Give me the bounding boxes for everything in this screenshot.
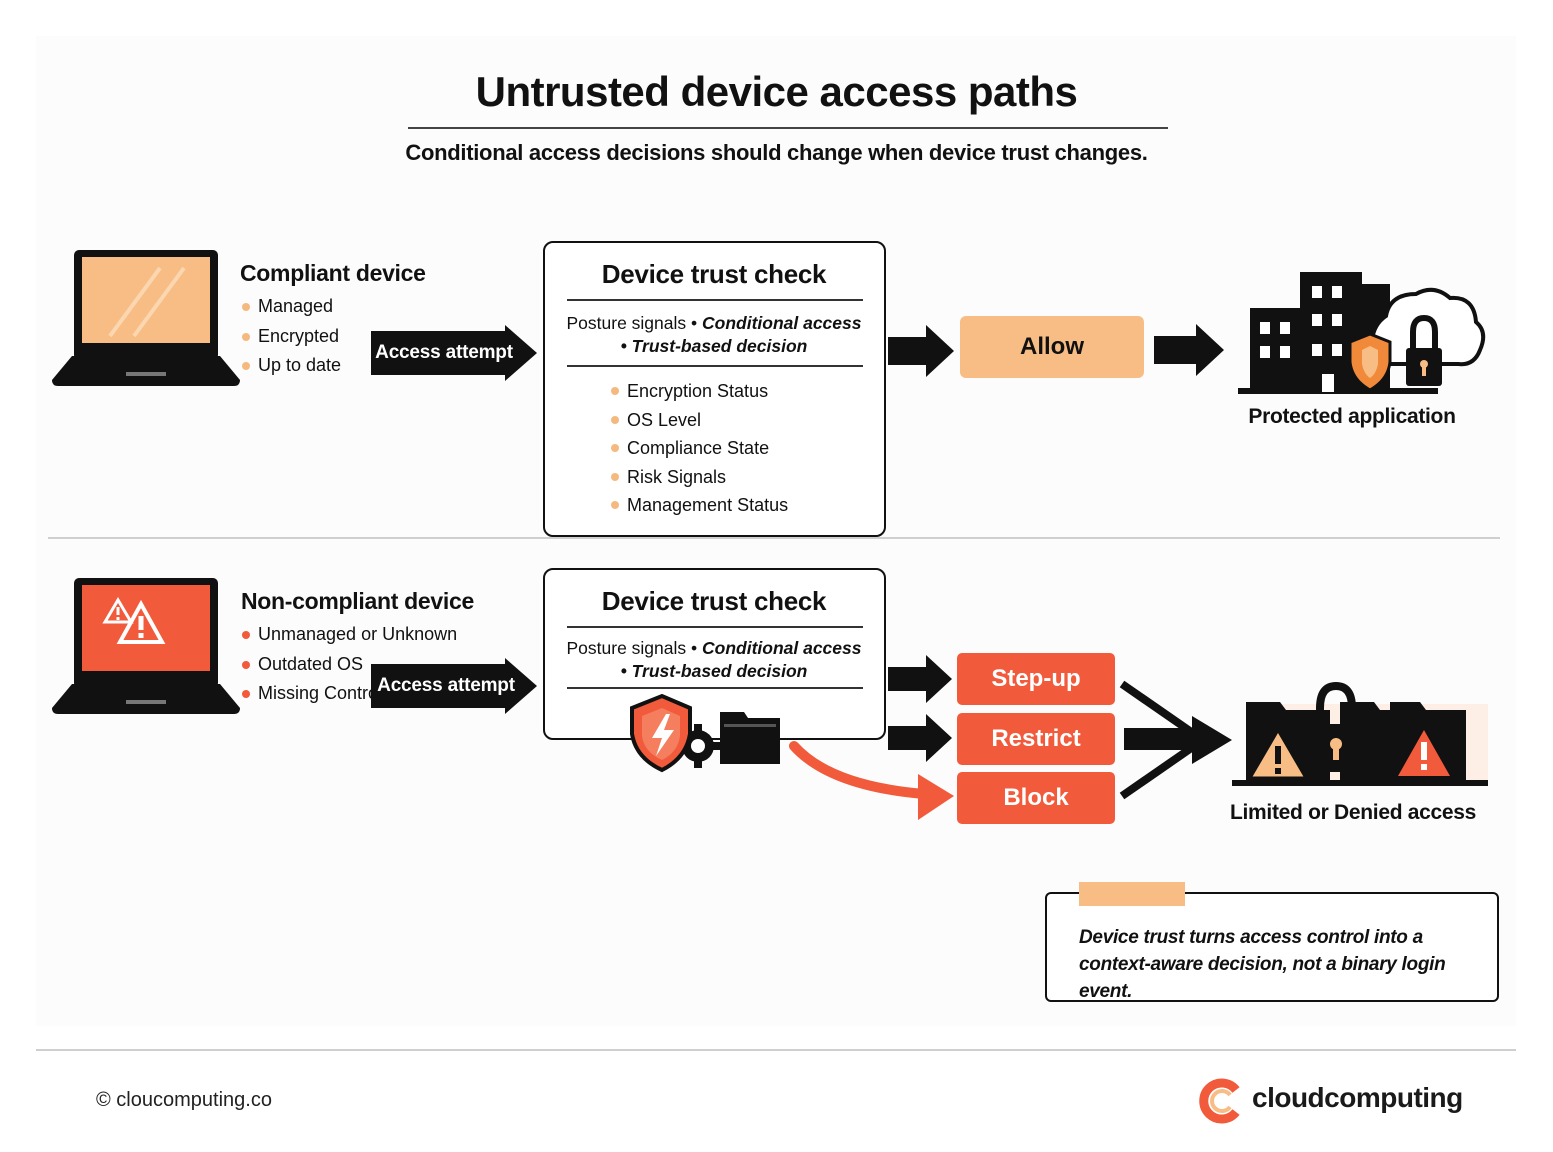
compliant-bullets: Managed Encrypted Up to date [240,292,341,381]
list-item: Risk Signals [609,463,788,492]
device-trust-check-box: Device trust check Posture signals • Con… [543,568,886,740]
converging-arrows-icon [1118,676,1238,811]
restrict-decision: Restrict [957,713,1115,765]
divider [567,299,863,301]
list-item: Managed [240,292,341,322]
brand-wordmark: cloudcomputing [1252,1082,1463,1113]
divider [567,687,863,689]
device-trust-check-box: Device trust check Posture signals • Con… [543,241,886,537]
access-attempt-arrow: Access attempt [371,658,539,719]
page-title: Untrusted device access paths [475,68,1078,115]
note-line-1: Device trust turns access control into a [1079,927,1423,948]
note-line-2: context-aware decision, not a binary log… [1079,954,1446,1002]
note-tab [1079,882,1185,906]
list-item: Management Status [609,491,788,520]
block-decision: Block [957,772,1115,824]
list-item: Encrypted [240,322,341,352]
list-item: Outdated OS [240,650,457,680]
posture-signals: Posture signals • Conditional access • T… [566,313,862,356]
access-attempt-label: Access attempt [375,342,513,363]
access-attempt-arrow: Access attempt [371,325,539,386]
copyright-text: © cloucomputing.co [96,1089,272,1111]
allow-outcome: Allow [960,316,1144,378]
c-logo-icon [1199,1078,1242,1127]
compliant-laptop-icon [50,248,242,395]
divider [567,626,863,628]
noncompliant-bullets: Unmanaged or Unknown Outdated OS Missing… [240,620,457,709]
lock-folders-warning-icon [1232,680,1488,795]
arrow-right-icon [888,655,956,708]
check-title: Device trust check [601,259,827,289]
list-item: Up to date [240,351,341,381]
footer-divider [36,1049,1516,1051]
posture-signals: Posture signals • Conditional access • T… [566,638,862,681]
list-item: Unmanaged or Unknown [240,620,457,650]
signal-list: Encryption Status OS Level Compliance St… [609,377,788,520]
list-item: Encryption Status [609,377,788,406]
divider [567,365,863,367]
step-up-decision: Step-up [957,653,1115,705]
access-attempt-label: Access attempt [377,675,515,696]
noncompliant-device-title: Non-compliant device [241,588,474,614]
title-underline [408,127,1168,129]
arrow-right-icon [888,325,956,382]
list-item: OS Level [609,406,788,435]
shield-gear-folder-icon [628,693,788,779]
check-title: Device trust check [601,586,827,616]
section-divider [48,537,1500,539]
warning-laptop-icon [50,576,242,723]
list-item: Missing Controls [240,679,457,709]
list-item: Compliance State [609,434,788,463]
arrow-right-icon [1154,324,1226,381]
building-shield-cloud-icon [1238,270,1488,401]
limited-access-caption: Limited or Denied access [1229,801,1477,824]
page-subtitle: Conditional access decisions should chan… [405,140,1148,165]
takeaway-note: Device trust turns access control into a… [1045,892,1499,1002]
block-path-arrow [789,740,960,829]
protected-application-caption: Protected application [1248,405,1456,428]
arrow-right-icon [888,714,956,767]
compliant-device-title: Compliant device [240,260,426,286]
